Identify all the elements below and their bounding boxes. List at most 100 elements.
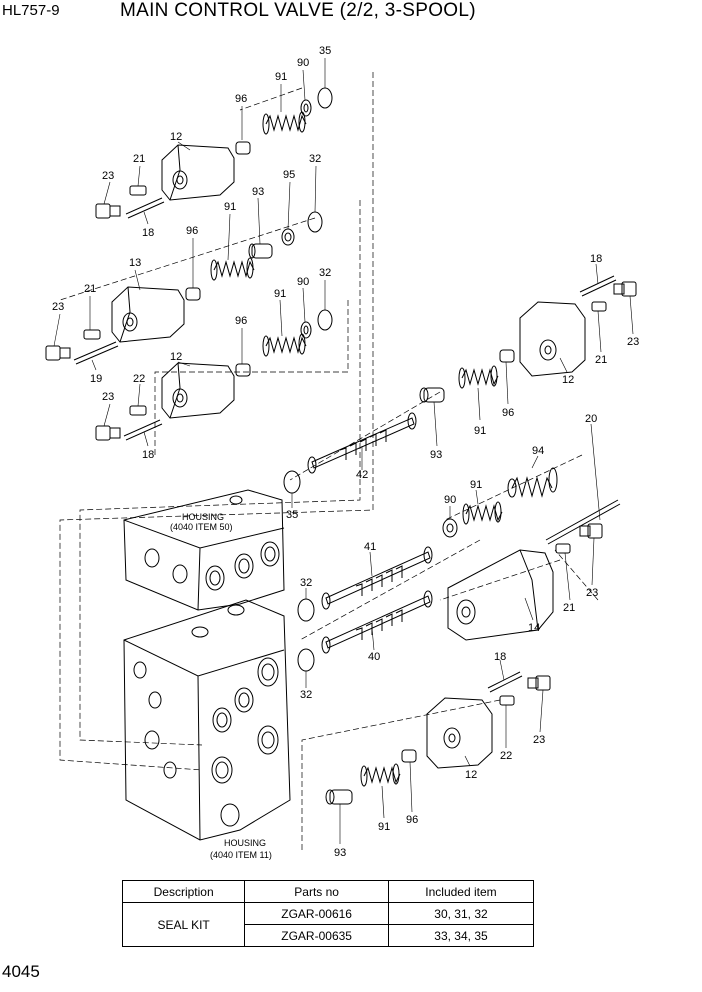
callout: 91 — [474, 425, 486, 437]
spring-91-a — [262, 111, 307, 135]
included-items: 30, 31, 32 — [387, 902, 535, 925]
cap-12-lower — [426, 697, 493, 769]
bolt-18-b — [123, 419, 163, 441]
table-row: SEAL KIT ZGAR-00616 30, 31, 32 — [121, 902, 535, 947]
callout: 21 — [595, 354, 607, 366]
oring-32-a — [307, 211, 323, 233]
callout: 18 — [142, 449, 154, 461]
stopper-96-c — [235, 363, 251, 377]
callout: 90 — [297, 57, 309, 69]
stopper-96-d — [499, 349, 515, 363]
callout: 90 — [297, 276, 309, 288]
stopper-96-b — [185, 287, 201, 301]
callout: 32 — [300, 577, 312, 589]
bolt-18-a — [125, 197, 165, 219]
spring-94 — [507, 467, 558, 498]
col-included-item: Included item — [387, 880, 535, 903]
cap-12-mid — [161, 362, 235, 419]
page-title: MAIN CONTROL VALVE (2/2, 3-SPOOL) — [120, 0, 476, 21]
cap-14 — [447, 549, 554, 641]
callout: 91 — [224, 201, 236, 213]
callout: 35 — [286, 509, 298, 521]
callout: 91 — [275, 71, 287, 83]
housing-upper-ref: (4040 ITEM 50) — [170, 522, 233, 532]
callout: 21 — [133, 153, 145, 165]
callout: 96 — [235, 93, 247, 105]
callout: 32 — [309, 153, 321, 165]
callout: 95 — [283, 169, 295, 181]
part-number: ZGAR-00635 — [244, 924, 389, 947]
callout: 21 — [563, 602, 575, 614]
callout: 93 — [334, 847, 346, 859]
assembly-guide-lines — [59, 72, 599, 850]
callout: 42 — [356, 469, 368, 481]
seal-kit-description: SEAL KIT — [121, 902, 246, 947]
callout: 96 — [186, 225, 198, 237]
plug-21-b — [83, 329, 101, 340]
oring-35-a — [317, 87, 333, 109]
spool-40 — [321, 590, 433, 654]
cap-12-right — [519, 301, 586, 377]
spring-91-e — [462, 501, 503, 525]
spring-91-f — [360, 763, 401, 787]
housing-lower-ref: (4040 ITEM 11) — [210, 850, 272, 860]
callout: 35 — [319, 45, 331, 57]
plug-23-e — [579, 523, 603, 539]
callout: 23 — [52, 301, 64, 313]
callout: 32 — [319, 267, 331, 279]
callout: 22 — [133, 373, 145, 385]
callout: 93 — [252, 186, 264, 198]
bolt-19 — [73, 341, 119, 365]
oring-32-b — [317, 309, 333, 331]
stopper-93-b — [419, 387, 445, 403]
callout: 40 — [368, 651, 380, 663]
plug-22-a — [129, 405, 147, 416]
housing-upper-label: HOUSING — [182, 512, 224, 522]
table-row: ZGAR-00635 33, 34, 35 — [123, 924, 535, 947]
spring-91-c — [262, 333, 307, 357]
model-code: HL757-9 — [2, 2, 60, 19]
col-parts-no: Parts no — [244, 880, 389, 903]
callout: 22 — [500, 750, 512, 762]
callout: 20 — [585, 413, 597, 425]
plug-23-a — [95, 203, 121, 219]
callout: 19 — [90, 373, 102, 385]
plug-23-c — [95, 425, 121, 441]
cap-12-upper — [161, 144, 235, 201]
part-number: ZGAR-00616 — [244, 902, 389, 925]
callout: 23 — [102, 170, 114, 182]
bolt-18-c — [579, 275, 617, 297]
spool-42 — [307, 412, 417, 474]
plug-21-c — [591, 301, 607, 312]
callout: 93 — [430, 449, 442, 461]
callout: 32 — [300, 689, 312, 701]
oring-35-b — [283, 470, 301, 494]
plug-23-d — [613, 281, 637, 297]
spring-91-b — [210, 257, 255, 281]
callout: 96 — [406, 814, 418, 826]
stopper-93-a — [248, 243, 273, 259]
callout: 23 — [533, 734, 545, 746]
callout: 96 — [235, 315, 247, 327]
callout: 12 — [170, 351, 182, 363]
seal-kit-table: Description Parts no Included item SEAL … — [121, 880, 535, 947]
callout: 14 — [528, 622, 540, 634]
spring-91-d — [458, 365, 499, 389]
plug-21-a — [129, 185, 147, 196]
callout: 18 — [590, 253, 602, 265]
callout: 96 — [502, 407, 514, 419]
callout: 94 — [532, 445, 544, 457]
callout: 13 — [129, 257, 141, 269]
plug-22-b — [499, 695, 515, 706]
callout: 23 — [627, 336, 639, 348]
plug-21-d — [555, 543, 571, 554]
callout: 23 — [102, 391, 114, 403]
plug-23-b — [45, 345, 71, 361]
exploded-parts-diagram: 35 90 91 96 12 21 23 18 93 95 32 91 96 1… — [45, 45, 639, 860]
spool-41 — [321, 546, 433, 610]
housing-labels: HOUSING (4040 ITEM 50) HOUSING (4040 ITE… — [170, 512, 272, 860]
cap-13 — [111, 286, 185, 343]
seat-90-a — [300, 99, 312, 117]
stopper-96-e — [401, 749, 417, 763]
callout: 12 — [562, 374, 574, 386]
